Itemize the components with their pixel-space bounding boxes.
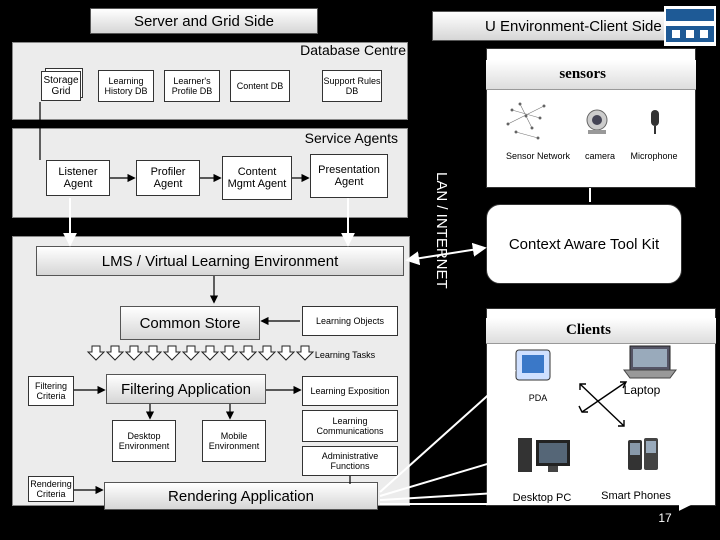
microphone-label: Microphone	[630, 151, 678, 161]
sensor-network-label: Sensor Network	[505, 151, 571, 161]
storage-grid: Storage Grid	[41, 71, 81, 101]
filtering-application-text: Filtering Application	[120, 380, 252, 398]
learning-objects-text: Learning Objects	[315, 316, 385, 326]
sensors-title: sensors	[559, 66, 606, 82]
pda-icon	[515, 349, 551, 381]
desktop-environment: Desktop Environment	[112, 420, 176, 462]
desktop-pc-label: Desktop PC	[512, 492, 572, 504]
microphone-icon	[651, 110, 659, 134]
smart-phones-label: Smart Phones	[601, 490, 671, 502]
learning-communications-text: Learning Communications	[316, 416, 384, 436]
desktop-environment-text: Desktop Environment	[118, 431, 170, 451]
client-header: U Environment-Client Side	[432, 11, 696, 41]
context-toolkit: Context Aware Tool Kit	[486, 204, 682, 284]
profiler-agent: Profiler Agent	[136, 160, 200, 196]
common-store-text: Common Store	[139, 314, 241, 332]
presentation-agent: Presentation Agent	[310, 154, 388, 198]
rendering-criteria: Rendering Criteria	[28, 476, 74, 502]
learning-exposition-text: Learning Exposition	[310, 386, 390, 396]
learning-exposition: Learning Exposition	[302, 376, 398, 406]
rendering-application-text: Rendering Application	[168, 487, 314, 505]
learning-communications: Learning Communications	[302, 410, 398, 442]
learning-task-arrow	[181, 345, 201, 361]
learning-task-arrow	[124, 345, 144, 361]
clients-title-bar: Clients	[486, 318, 716, 344]
profiler-agent-text: Profiler Agent	[150, 166, 186, 190]
content-mgmt-agent-text: Content Mgmt Agent	[227, 166, 287, 190]
context-toolkit-text: Context Aware Tool Kit	[508, 235, 660, 253]
render-to-desktop-low-arrow	[379, 485, 517, 501]
rendering-application: Rendering Application	[104, 482, 378, 510]
lms-box: LMS / Virtual Learning Environment	[36, 246, 404, 276]
smart-phone-icon	[628, 438, 658, 470]
listener-agent: Listener Agent	[46, 160, 110, 196]
common-store: Common Store	[120, 306, 260, 340]
support-rules-db: Support Rules DB	[322, 70, 382, 102]
mobile-environment: Mobile Environment	[202, 420, 266, 462]
database-centre-label: Database Centre	[300, 42, 406, 58]
learning-tasks-label: Learning Tasks	[314, 350, 376, 360]
learning-task-arrow	[257, 345, 277, 361]
lms-text: LMS / Virtual Learning Environment	[101, 252, 339, 270]
laptop-label: Laptop	[623, 383, 661, 397]
filtering-application: Filtering Application	[106, 374, 266, 404]
server-header-text: Server and Grid Side	[133, 12, 275, 30]
laptop-icon	[623, 345, 677, 379]
sensors-title-bar: sensors	[486, 60, 696, 90]
administrative-functions: Administrative Functions	[302, 446, 398, 476]
learning-task-arrow	[200, 345, 220, 361]
render-to-pda-arrow	[379, 370, 517, 493]
storage-grid-text: Storage Grid	[43, 75, 79, 97]
support-rules-db-text: Support Rules DB	[323, 76, 381, 96]
learning-task-arrow	[276, 345, 296, 361]
filtering-criteria: Filtering Criteria	[28, 376, 74, 406]
presentation-agent-text: Presentation Agent	[318, 164, 380, 188]
client-arrows	[578, 381, 628, 427]
server-header: Server and Grid Side	[90, 8, 318, 34]
listener-agent-text: Listener Agent	[58, 166, 98, 190]
learner-profile-db-text: Learner's Profile DB	[171, 76, 213, 96]
learning-task-arrow	[143, 345, 163, 361]
learning-objects: Learning Objects	[302, 306, 398, 336]
learning-task-arrow	[295, 345, 315, 361]
learning-task-arrow	[105, 345, 125, 361]
mobile-environment-text: Mobile Environment	[208, 431, 260, 451]
learning-task-arrow	[219, 345, 239, 361]
camera-label: camera	[584, 151, 615, 161]
learning-task-arrow	[162, 345, 182, 361]
learning-history-db: Learning History DB	[98, 70, 154, 102]
administrative-functions-text: Administrative Functions	[321, 451, 379, 471]
camera-icon	[586, 109, 608, 134]
clients-title: Clients	[566, 322, 611, 338]
content-mgmt-agent: Content Mgmt Agent	[222, 156, 292, 200]
content-db-text: Content DB	[236, 81, 284, 91]
sensor-network-icon	[506, 102, 546, 140]
page-number: 17	[658, 511, 672, 525]
rendering-criteria-text: Rendering Criteria	[30, 479, 72, 499]
client-header-text: U Environment-Client Side	[485, 18, 662, 35]
content-db: Content DB	[230, 70, 290, 102]
filtering-criteria-text: Filtering Criteria	[34, 381, 67, 401]
learner-profile-db: Learner's Profile DB	[164, 70, 220, 102]
learning-task-arrow	[238, 345, 258, 361]
lms-to-toolkit-arrow	[405, 242, 487, 266]
learning-task-arrow	[86, 345, 106, 361]
university-logo-graphic	[666, 9, 714, 42]
render-to-desktop-arrow	[379, 452, 517, 497]
pda-label: PDA	[528, 393, 548, 403]
service-agents-label: Service Agents	[304, 130, 398, 146]
university-logo	[664, 6, 716, 46]
desktop-pc-icon	[518, 438, 570, 472]
learning-history-db-text: Learning History DB	[104, 76, 148, 96]
